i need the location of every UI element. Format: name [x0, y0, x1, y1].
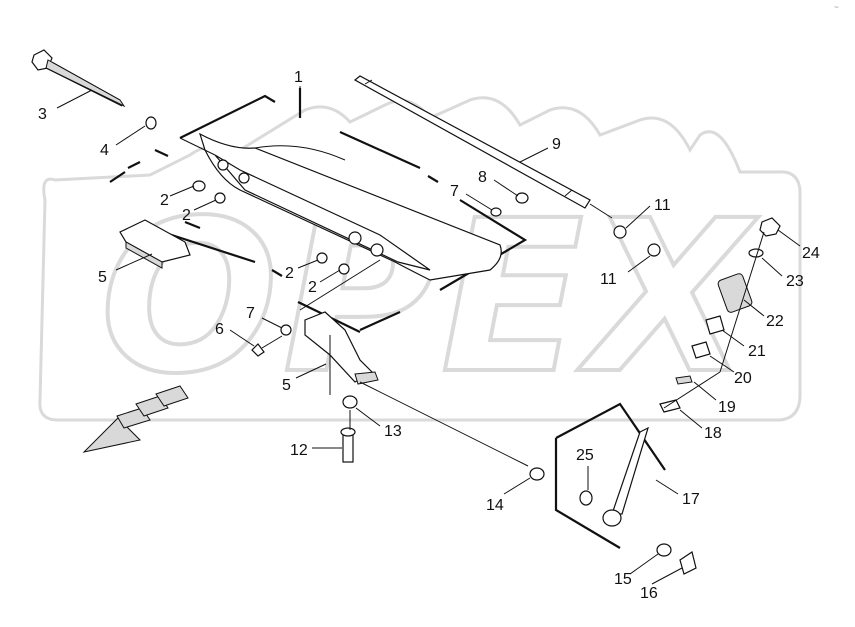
part-bracket-left — [119, 219, 191, 269]
callout-12: 12 — [290, 442, 308, 459]
part-spring-stack — [659, 273, 753, 575]
watermark-logo: OPEX — [38, 96, 802, 422]
callout-5b: 5 — [282, 377, 291, 394]
callout-3: 3 — [38, 106, 47, 123]
callout-4: 4 — [100, 142, 109, 159]
direction-arrow — [82, 385, 189, 453]
leader-lines — [179, 137, 765, 467]
callout-2d: 2 — [308, 279, 317, 296]
callout-leaders — [56, 86, 801, 585]
callout-2b: 2 — [182, 207, 191, 224]
callout-13: 13 — [384, 423, 402, 440]
callout-11a: 11 — [654, 197, 671, 214]
callout-18: 18 — [704, 425, 722, 442]
callout-6: 6 — [215, 321, 224, 338]
callout-1: 1 — [294, 69, 303, 86]
part-shaft — [353, 75, 613, 219]
callout-7b: 7 — [246, 305, 255, 322]
callout-8: 8 — [478, 169, 487, 186]
callout-14: 14 — [486, 497, 504, 514]
callout-24: 24 — [802, 245, 820, 262]
callout-25: 25 — [576, 447, 594, 464]
corner-mark: ~ — [834, 4, 839, 11]
callout-9: 9 — [552, 136, 561, 153]
callout-19: 19 — [718, 399, 736, 416]
callout-5a: 5 — [98, 269, 107, 286]
callout-20: 20 — [734, 370, 752, 387]
callout-17: 17 — [682, 491, 700, 508]
callout-15: 15 — [614, 571, 632, 588]
callout-2c: 2 — [285, 265, 294, 282]
callout-23: 23 — [786, 273, 804, 290]
callout-22: 22 — [766, 313, 784, 330]
part-scraper-blade — [198, 132, 502, 281]
part-bracket-right — [304, 311, 379, 385]
callout-labels: 1 2 2 2 2 3 4 5 5 6 7 7 8 9 11 11 12 13 … — [38, 69, 820, 602]
watermark-text: OPEX — [100, 175, 759, 420]
part-lever-assembly — [554, 402, 666, 549]
part-small-hardware — [192, 180, 781, 557]
callout-21: 21 — [748, 343, 766, 360]
callout-7a: 7 — [450, 183, 459, 200]
part-washer-4 — [145, 116, 157, 130]
callout-2a: 2 — [160, 192, 169, 209]
callout-11b: 11 — [600, 271, 617, 288]
callout-16: 16 — [640, 585, 658, 602]
part-bolts-small — [251, 335, 356, 463]
part-long-bolt — [31, 49, 126, 108]
